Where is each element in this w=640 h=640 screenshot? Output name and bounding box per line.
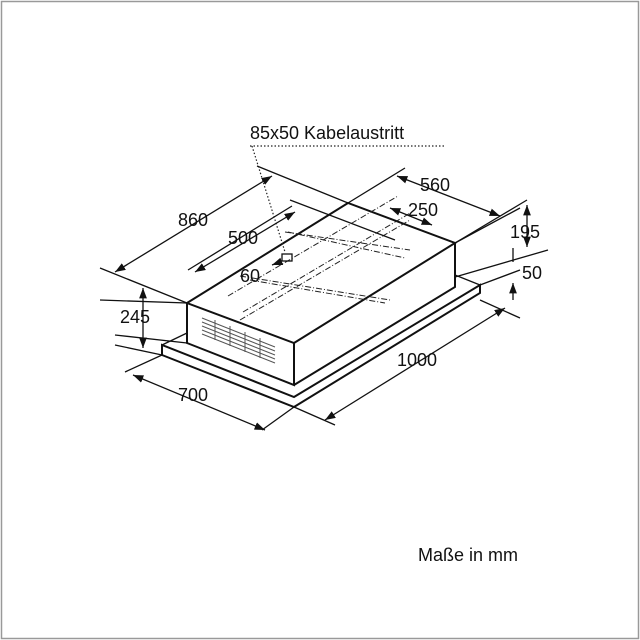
cable-outlet-leader: [250, 145, 445, 253]
label-cable-outlet: 85x50 Kabelaustritt: [250, 123, 404, 143]
label-245: 245: [120, 307, 150, 327]
label-560: 560: [420, 175, 450, 195]
label-1000: 1000: [397, 350, 437, 370]
label-860: 860: [178, 210, 208, 230]
label-700: 700: [178, 385, 208, 405]
cable-outlet-marker: [281, 253, 293, 262]
label-50: 50: [522, 263, 542, 283]
label-500: 500: [228, 228, 258, 248]
label-250: 250: [408, 200, 438, 220]
dimension-lines: [99, 165, 549, 431]
units-note: Maße in mm: [418, 545, 518, 565]
center-lines: [227, 195, 413, 321]
label-195: 195: [510, 222, 540, 242]
base-plate: [161, 274, 481, 409]
label-60: 60: [240, 266, 260, 286]
